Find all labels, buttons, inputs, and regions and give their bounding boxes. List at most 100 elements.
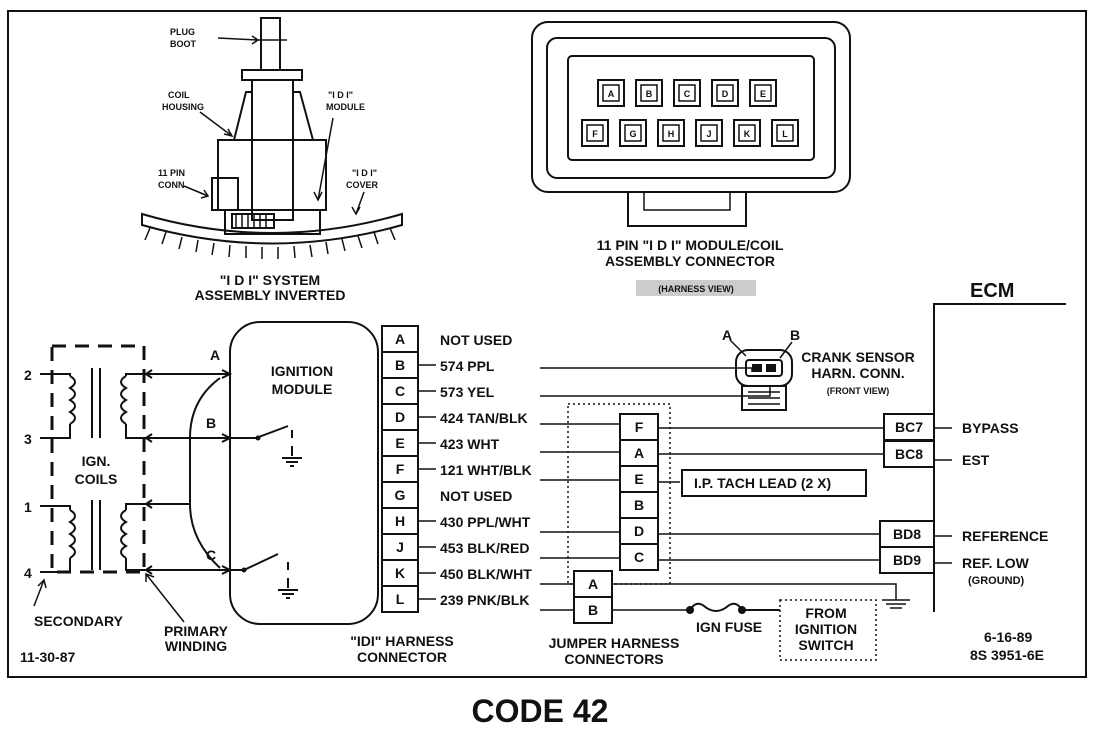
jumper-right-pin-d: D (634, 523, 644, 539)
connector-pin-f: F (592, 129, 598, 139)
idi-assembly-illustration (141, 17, 403, 259)
harness-pin-f: F (396, 461, 405, 477)
jumper-right-pin-box (619, 517, 659, 545)
crank-pin-b: B (790, 327, 800, 343)
jumper-right-pin-box (619, 465, 659, 493)
jumper-left-pin-b: B (588, 602, 598, 618)
connector-pin-inner (624, 124, 642, 142)
module-input-c: C (206, 547, 216, 563)
ecm-pin-bc7: BC7 (895, 419, 923, 435)
connector-pin-l: L (782, 129, 788, 139)
harness-pin-box (381, 533, 419, 561)
connector-pin-j: J (706, 129, 711, 139)
connector-pin-inner (602, 84, 620, 102)
connector-pin-b: B (646, 89, 653, 99)
harness-pin-box (381, 559, 419, 587)
harness-pin-d: D (395, 409, 405, 425)
ecm-pin-box (879, 546, 935, 574)
date-right: 6-16-89 (984, 629, 1032, 645)
jumper-left-pin-box (573, 596, 613, 624)
connector-pin-box (581, 119, 609, 147)
jumper-right-pin-e: E (634, 471, 643, 487)
ecm-pin-box (883, 440, 935, 468)
coil-module-wiring (144, 369, 233, 575)
secondary-label: SECONDARY (34, 613, 124, 629)
idi-module-label: "I D I"MODULE (326, 90, 365, 112)
ecm-ground-label: (GROUND) (968, 575, 1025, 587)
connector-pin-inner (640, 84, 658, 102)
connector-pin-inner (776, 124, 794, 142)
connector-pin-box (635, 79, 663, 107)
jumper-right-pin-box (619, 543, 659, 571)
primary-arrow (145, 572, 185, 623)
harness-wire-label: 424 TAN/BLK (440, 410, 528, 426)
connector-pin-d: D (722, 89, 729, 99)
jumper-right-pin-b: B (634, 497, 644, 513)
connector-pin-c: C (684, 89, 691, 99)
ecm-pin-bd9: BD9 (893, 552, 921, 568)
harness-pin-box (381, 325, 419, 353)
jumper-right-pin-f: F (635, 419, 644, 435)
ecm-pin-bd8: BD8 (893, 526, 921, 542)
coil-terminal-3: 3 (24, 431, 32, 447)
harness-wire-label: NOT USED (440, 332, 512, 348)
ecm-pin-box (879, 520, 935, 548)
harness-pin-a: A (395, 331, 405, 347)
harness-wire-label: 573 YEL (440, 384, 495, 400)
harness-view-label: (HARNESS VIEW) (658, 284, 734, 294)
jumper-harness-connector-left: AB (573, 570, 613, 624)
harness-pin-box (381, 455, 419, 483)
crank-sensor-view: (FRONT VIEW) (827, 386, 890, 396)
harness-view-highlight (636, 280, 756, 296)
harness-pin-box (381, 481, 419, 509)
ign-fuse-label: IGN FUSE (696, 619, 762, 635)
doc-number: 8S 3951-6E (970, 647, 1044, 663)
connector-pin-a: A (608, 89, 615, 99)
harness-pin-box (381, 429, 419, 457)
ecm-pin-bc8: BC8 (895, 446, 923, 462)
harness-wire-label: 450 BLK/WHT (440, 566, 532, 582)
connector-pin-box (657, 119, 685, 147)
connector-pin-inner (754, 84, 772, 102)
harness-pin-l: L (396, 591, 405, 607)
connector-pin-inner (678, 84, 696, 102)
crank-pin-a: A (722, 327, 732, 343)
harness-wire-label: NOT USED (440, 488, 512, 504)
harness-pin-h: H (395, 513, 405, 529)
harness-pin-b: B (395, 357, 405, 373)
harness-pin-c: C (395, 383, 405, 399)
connector-pin-inner (700, 124, 718, 142)
jumper-right-pin-box (619, 413, 659, 441)
jumper-right-pin-box (619, 491, 659, 519)
connector-pin-box (673, 79, 701, 107)
harness-wires (540, 367, 910, 614)
connector-pin-k: K (744, 129, 751, 139)
harness-pin-j: J (396, 539, 404, 555)
jumper-enclosure (567, 403, 671, 585)
harness-wire-label: 574 PPL (440, 358, 495, 374)
ecm-signal-label: BYPASS (962, 420, 1019, 436)
ecm-signal-label: REF. LOW (962, 555, 1030, 571)
idi-cover-label: "I D I"COVER (346, 168, 379, 190)
jumper-left-pin-box (573, 570, 613, 598)
connector-pin-box (597, 79, 625, 107)
module-input-a: A (210, 347, 220, 363)
connector-pin-h: H (668, 129, 675, 139)
harness-pin-g: G (395, 487, 406, 503)
connector-pin-e: E (760, 89, 766, 99)
connector-pin-box (749, 79, 777, 107)
connector-pin-inner (662, 124, 680, 142)
harness-pin-e: E (395, 435, 404, 451)
harness-wire-label: 453 BLK/RED (440, 540, 529, 556)
harness-wire-label: 430 PPL/WHT (440, 514, 531, 530)
ecm-box (933, 303, 1066, 612)
